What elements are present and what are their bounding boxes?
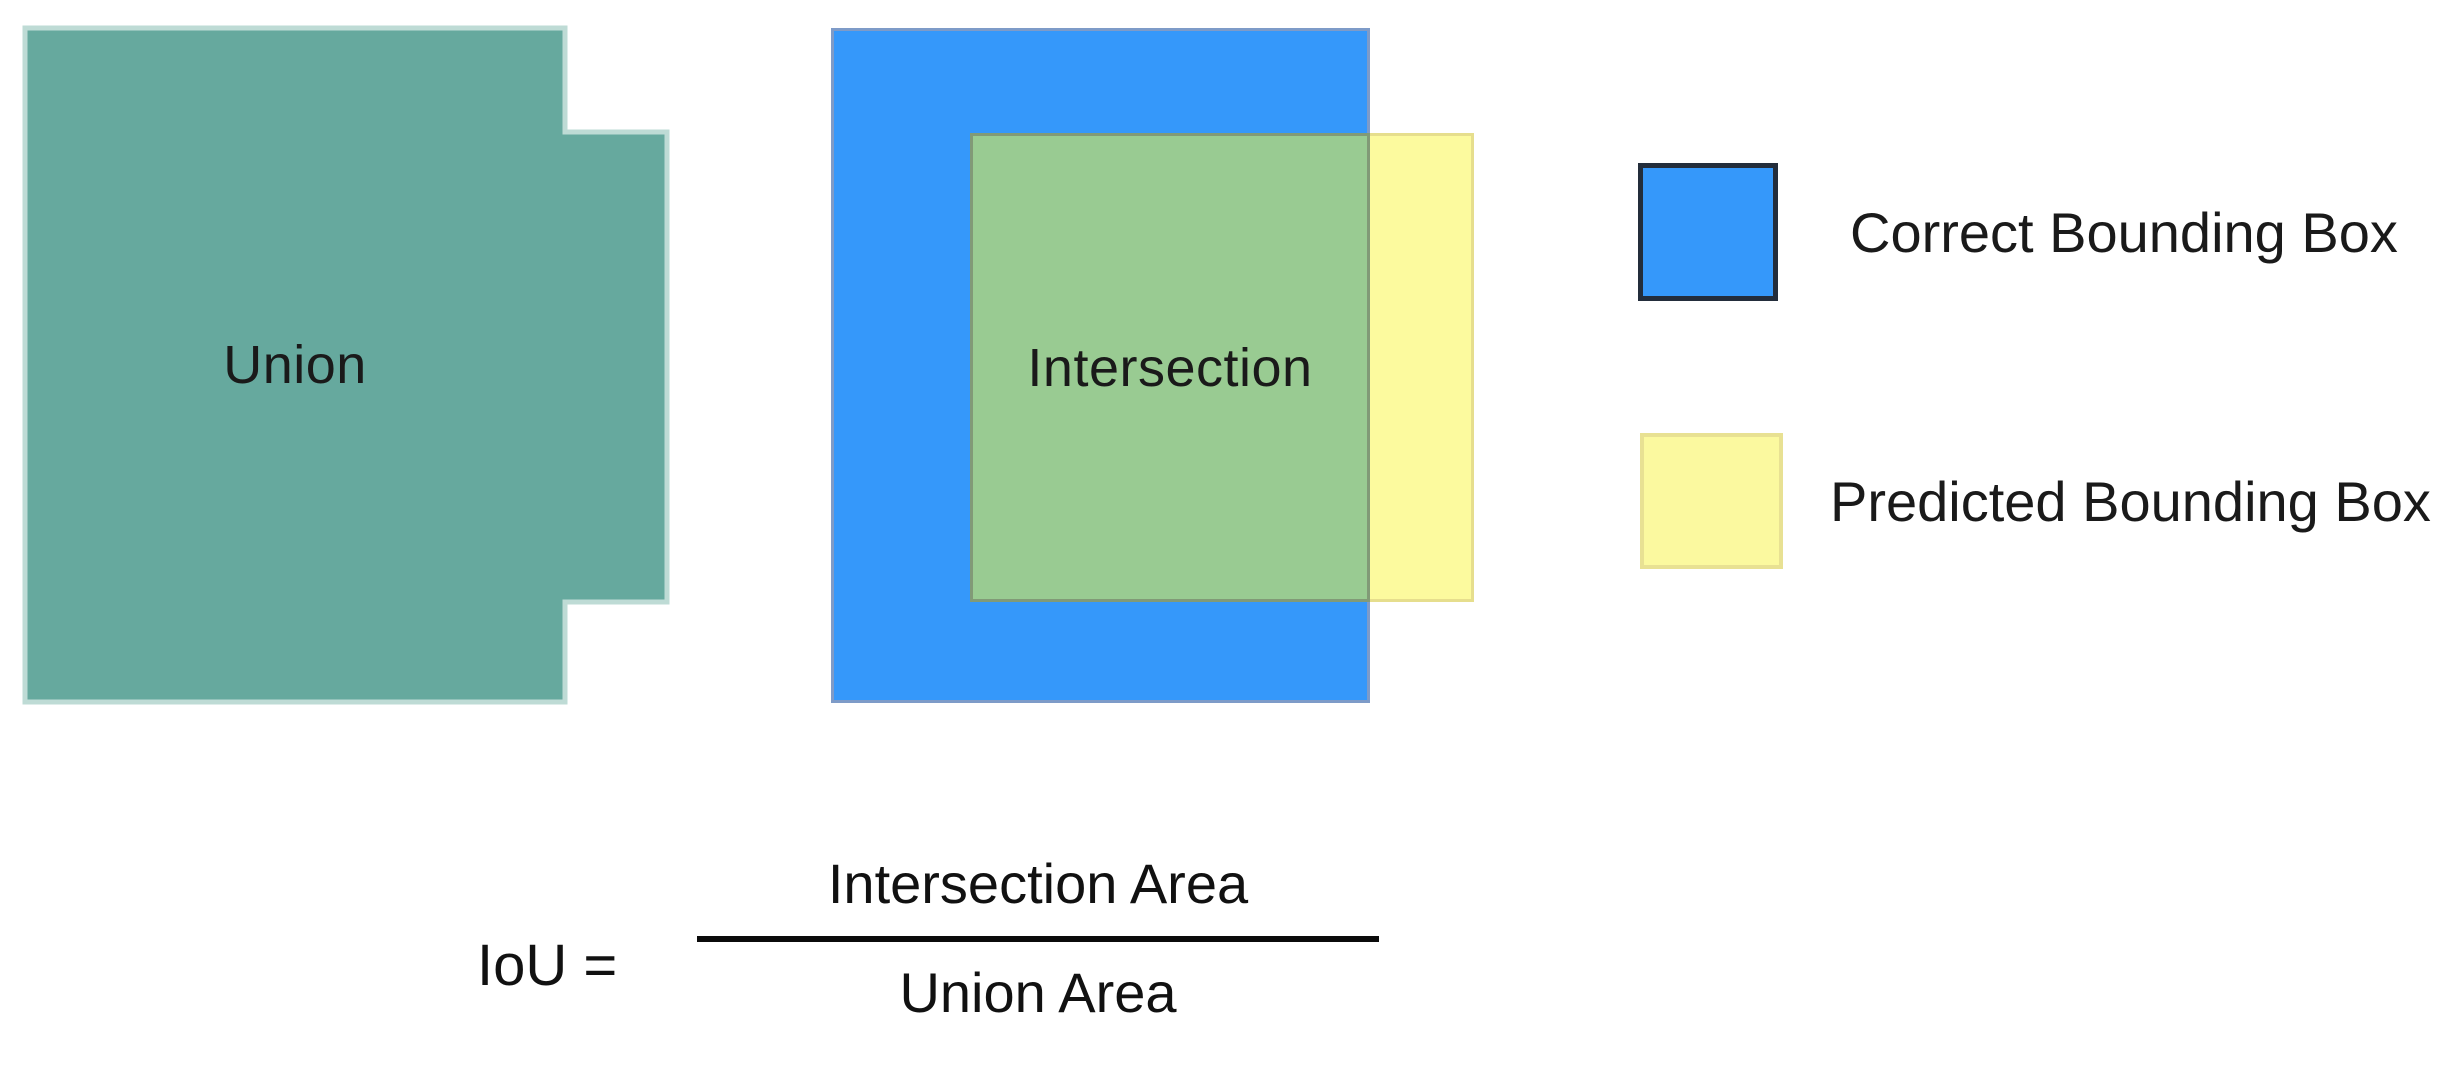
formula-fraction: Intersection Area Union Area [697, 853, 1379, 1024]
union-label: Union [223, 335, 367, 395]
union-polygon [22, 25, 670, 705]
fraction-bar [697, 936, 1379, 942]
union-shape [22, 25, 670, 705]
legend-label-correct-box: Correct Bounding Box [1850, 200, 2398, 264]
legend-swatch-predicted-box [1640, 433, 1783, 569]
intersection-label: Intersection [1027, 337, 1313, 398]
legend-swatch-correct-box [1638, 163, 1778, 301]
intersection-overlap-region [970, 133, 1370, 602]
legend-label-predicted-box: Predicted Bounding Box [1830, 469, 2431, 533]
fraction-numerator: Intersection Area [827, 852, 1249, 915]
fraction-denominator: Union Area [899, 961, 1177, 1024]
formula-lhs: IoU = [477, 933, 618, 998]
